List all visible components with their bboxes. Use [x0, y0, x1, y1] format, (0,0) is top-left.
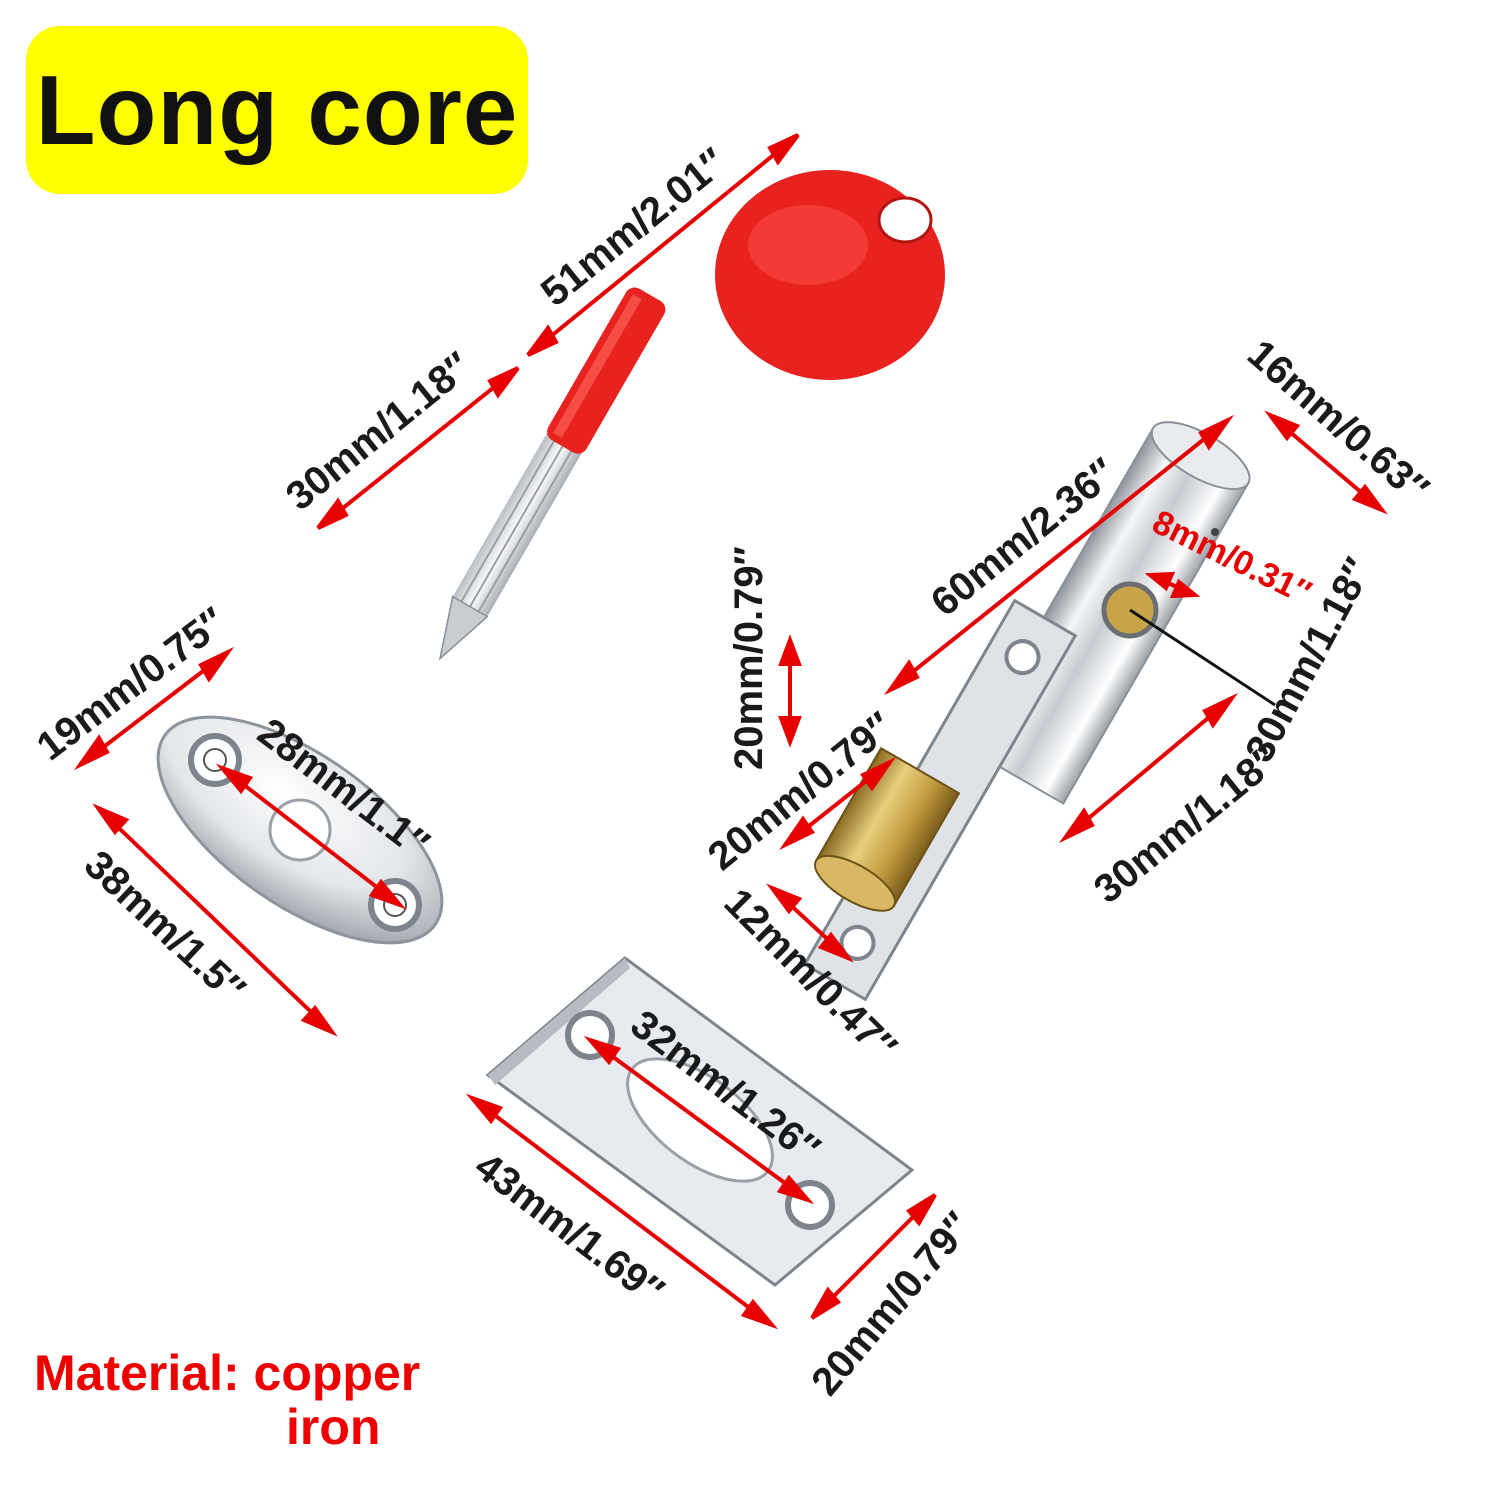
- title-badge: Long core: [26, 26, 528, 194]
- arrow-bolt-length: [888, 418, 1230, 692]
- arrow-key-length: [526, 133, 800, 357]
- arrow-strike-holes: [588, 1038, 810, 1202]
- arrow-plate-holes: [220, 766, 402, 907]
- label-key-shaft: 30mm/1.18″: [278, 344, 480, 519]
- dimension-arrows: [73, 133, 1388, 1330]
- material-line1: Material: copper: [34, 1345, 421, 1401]
- key: [438, 170, 945, 661]
- key-ring-hole: [877, 196, 933, 244]
- arrow-strike-length: [470, 1096, 774, 1327]
- arrow-key-shaft: [316, 366, 520, 530]
- key-shaft: [438, 432, 583, 661]
- key-handle: [547, 287, 666, 454]
- label-bolt-diameter: 16mm/0.63″: [1239, 332, 1437, 512]
- bolt: [802, 421, 1276, 1002]
- arrow-plate-length: [96, 806, 334, 1034]
- material-note: Material: copper iron: [34, 1346, 494, 1454]
- material-line2: iron: [286, 1399, 381, 1455]
- arrow-bolt-lower: [1063, 696, 1234, 840]
- label-bolt-lower: 30mm/1.18″: [1086, 737, 1288, 912]
- label-bolt-plate-height: 20mm/0.79″: [727, 546, 771, 770]
- title: Long core: [35, 54, 519, 165]
